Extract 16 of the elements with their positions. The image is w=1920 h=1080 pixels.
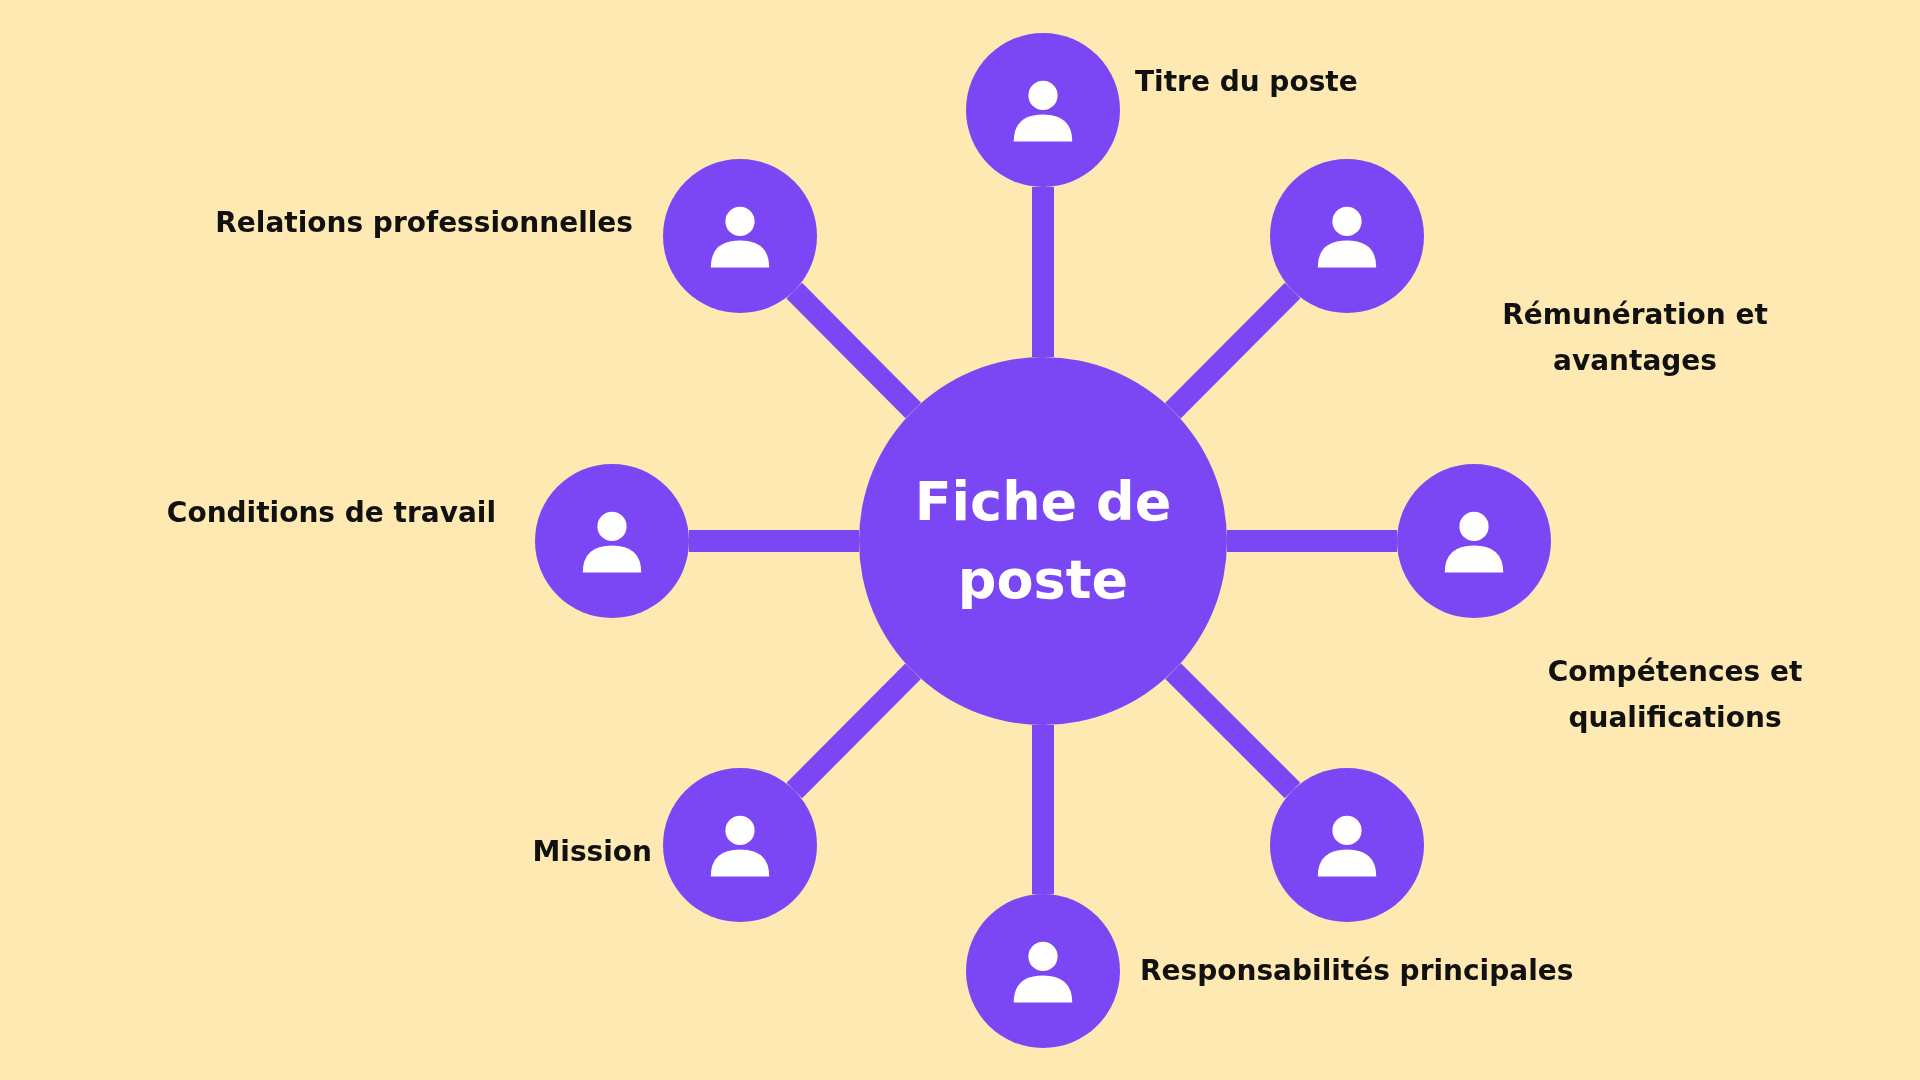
connector-bar [1032, 187, 1054, 357]
topic-label: Relations professionnelles [214, 204, 633, 241]
connector-bar [786, 663, 921, 799]
connector-bar [1227, 530, 1397, 552]
connector-bar [786, 282, 922, 419]
connector-bar [1165, 282, 1301, 419]
topic-label: Titre du poste [1135, 63, 1359, 100]
topic-label: Responsabilités principales [1140, 952, 1575, 989]
connector-bar [1032, 725, 1054, 894]
connector-bar [689, 530, 859, 552]
topic-label: Mission [531, 833, 652, 870]
central-title: Fiche de poste [913, 468, 1173, 613]
topic-label: Compétences et qualifications [1546, 653, 1804, 736]
topic-label: Conditions de travail [165, 494, 496, 531]
topic-label: Rémunération et avantages [1501, 296, 1769, 379]
connector-bar [1165, 663, 1301, 799]
